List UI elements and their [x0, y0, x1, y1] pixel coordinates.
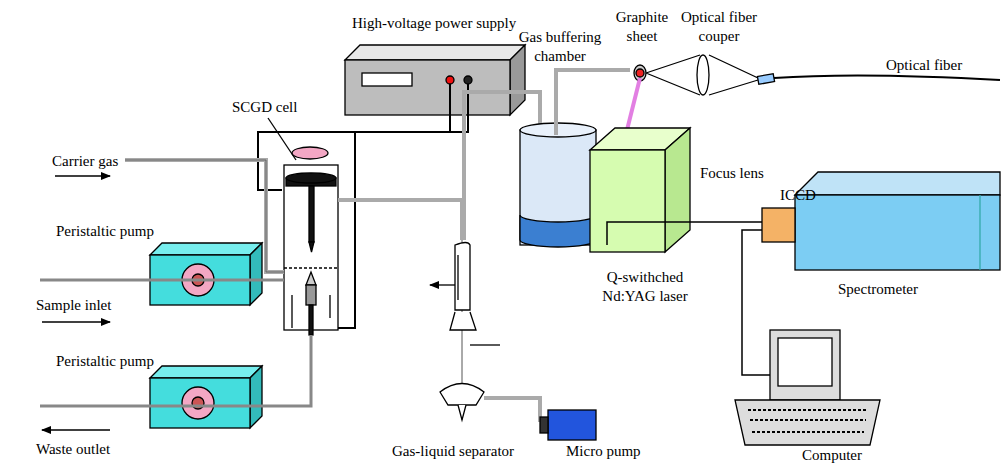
part-label: Gas-liquid separator — [392, 442, 514, 461]
part-label: Optical fiber — [886, 56, 962, 75]
part-label: Graphite sheet — [602, 8, 682, 46]
part-label: High-voltage power supply — [352, 14, 516, 33]
part-label: Peristaltic pump — [56, 222, 154, 241]
part-label: Sample inlet — [36, 296, 111, 315]
part-label: Micro pump — [566, 442, 641, 461]
part-label: Spectrometer — [838, 280, 918, 299]
part-label: Gas buffering chamber — [510, 28, 610, 66]
part-label: Focus lens — [700, 164, 764, 183]
part-label: ICCD — [780, 186, 816, 205]
part-label: SCGD cell — [232, 98, 297, 117]
part-label: Carrier gas — [52, 152, 118, 171]
part-label: Optical fiber couper — [664, 8, 774, 46]
part-label: Q-swithched Nd:YAG laser — [580, 268, 710, 306]
part-label: Computer — [802, 446, 862, 465]
part-label: Peristaltic pump — [56, 352, 154, 371]
part-label: Waste outlet — [36, 440, 110, 459]
